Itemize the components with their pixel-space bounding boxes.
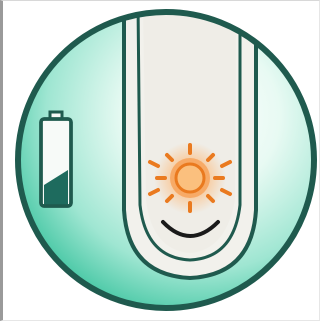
device-tip-icon [124, 2, 256, 278]
battery-icon [41, 112, 71, 206]
